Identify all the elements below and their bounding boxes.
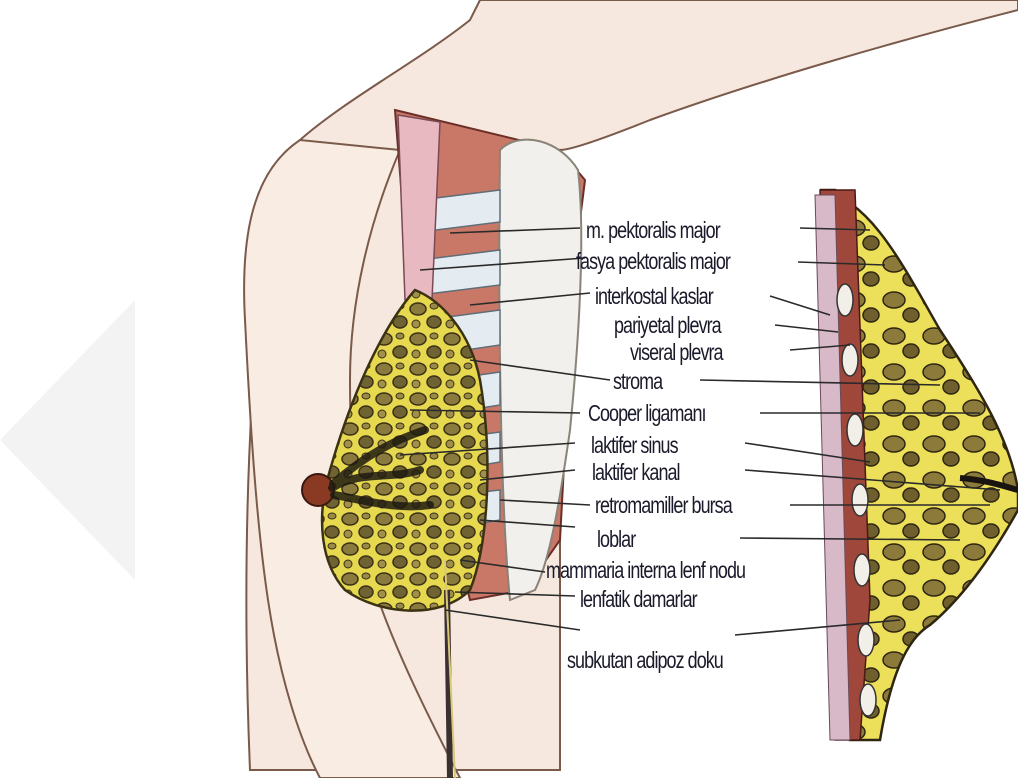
label-retromamiller-bursa: retromamiller bursa	[595, 493, 732, 517]
label-laktifer-sinus: laktifer sinus	[591, 433, 678, 457]
label-viseral-plevra: viseral plevra	[630, 340, 723, 364]
label-fasya-pektoralis-major: fasya pektoralis major	[576, 249, 730, 273]
label-pariyetal-plevra: pariyetal plevra	[614, 313, 721, 337]
label-loblar: loblar	[597, 527, 635, 551]
label-cooper-ligamani: Cooper ligamanı	[588, 401, 706, 425]
watermark-shape	[0, 300, 135, 580]
label-subkutan-adipoz-doku: subkutan adipoz doku	[567, 648, 723, 672]
label-lenfatik-damarlar: lenfatik damarlar	[580, 587, 697, 611]
label-mammaria-interna-lenf-nodu: mammaria interna lenf nodu	[546, 558, 745, 582]
label-interkostal-kaslar: interkostal kaslar	[595, 284, 713, 308]
label-stroma: stroma	[613, 369, 662, 393]
label-pektoralis-major: m. pektoralis major	[586, 218, 720, 242]
fascia-strip	[398, 115, 440, 300]
cross-section	[815, 190, 1018, 740]
label-laktifer-kanal: laktifer kanal	[592, 460, 680, 484]
